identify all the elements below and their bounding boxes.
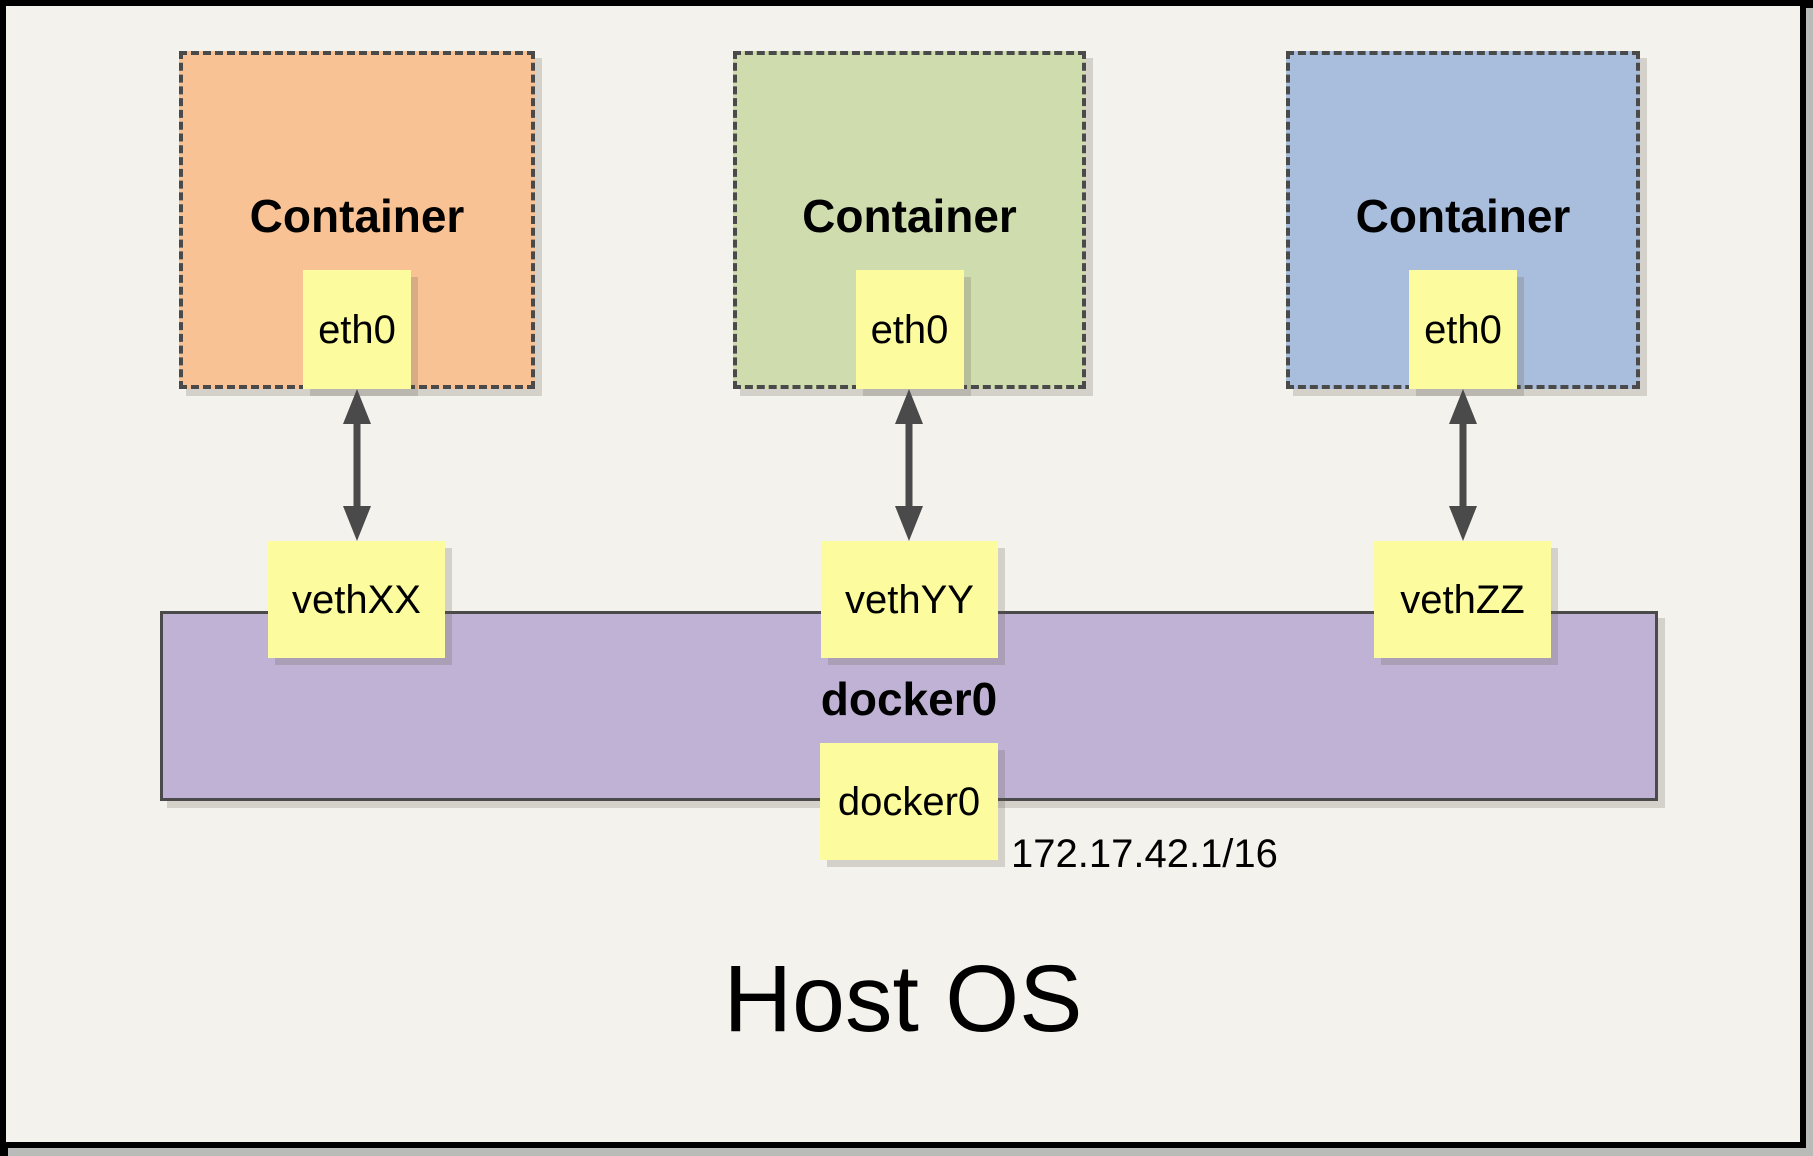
vethXX-box: vethXX [268,541,445,658]
vethYY-box: vethYY [821,541,998,658]
vethXX-label: vethXX [292,577,421,622]
container-1-title: Container [249,190,465,242]
container-box-2: Container eth0 [733,51,1086,389]
container-1-eth0-box: eth0 [303,270,411,389]
container-3-eth0-label: eth0 [1424,307,1502,352]
arrow-head-up-icon [343,389,371,424]
veth-arrow-3 [1449,389,1477,541]
arrow-head-up-icon [895,389,923,424]
container-box-1: Container eth0 [179,51,535,389]
vethZZ-box: vethZZ [1374,541,1551,658]
container-2-eth0-label: eth0 [870,307,949,352]
veth-arrow-2 [895,389,923,541]
docker0-bridge-label: docker0 [820,673,998,725]
container-1-eth0-label: eth0 [318,307,396,352]
bridge-ip-address: 172.17.42.1/16 [1011,832,1278,876]
container-2-title: Container [802,190,1017,242]
arrow-head-down-icon [895,506,923,541]
vethYY-label: vethYY [845,577,974,622]
arrow-head-down-icon [1449,506,1477,541]
docker0-interface-label: docker0 [837,779,981,824]
docker0-interface-box: docker0 [820,743,998,860]
container-3-eth0-box: eth0 [1409,270,1517,389]
container-2-eth0-box: eth0 [855,270,964,389]
container-3-title: Container [1355,190,1571,242]
veth-arrow-1 [343,389,371,541]
vethZZ-label: vethZZ [1400,577,1525,622]
host-os-label: Host OS [723,946,1083,1052]
container-box-3: Container eth0 [1286,51,1640,389]
arrow-head-up-icon [1449,389,1477,424]
arrow-head-down-icon [343,506,371,541]
